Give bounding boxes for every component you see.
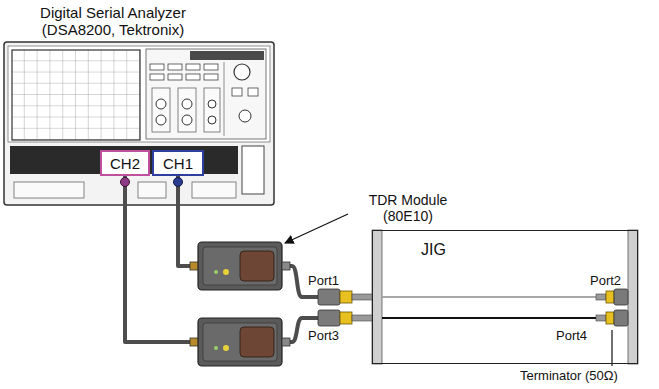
port-label: Port4 [556, 328, 587, 344]
port-label: Port3 [308, 328, 339, 344]
terminator-label: Terminator (50Ω) [520, 368, 618, 384]
node-text: CH2 [110, 155, 140, 172]
oscilloscope: Digital Serial Analyzer (DSA8200, Tektro… [4, 2, 274, 205]
channel-box: CH1 [152, 150, 204, 176]
node-text: JIG [421, 241, 446, 259]
coax-cable [125, 176, 372, 342]
jig-box: JIG [372, 230, 638, 364]
node-text: Digital Serial Analyzer (DSA8200, Tektro… [22, 4, 204, 38]
port-label: Port2 [590, 273, 621, 289]
module-callout: TDR Module (80E10) [352, 192, 464, 224]
channel-box: CH2 [100, 150, 150, 176]
port-label: Port1 [308, 273, 339, 289]
coax-cable [178, 176, 372, 297]
node-text: CH1 [163, 155, 193, 172]
